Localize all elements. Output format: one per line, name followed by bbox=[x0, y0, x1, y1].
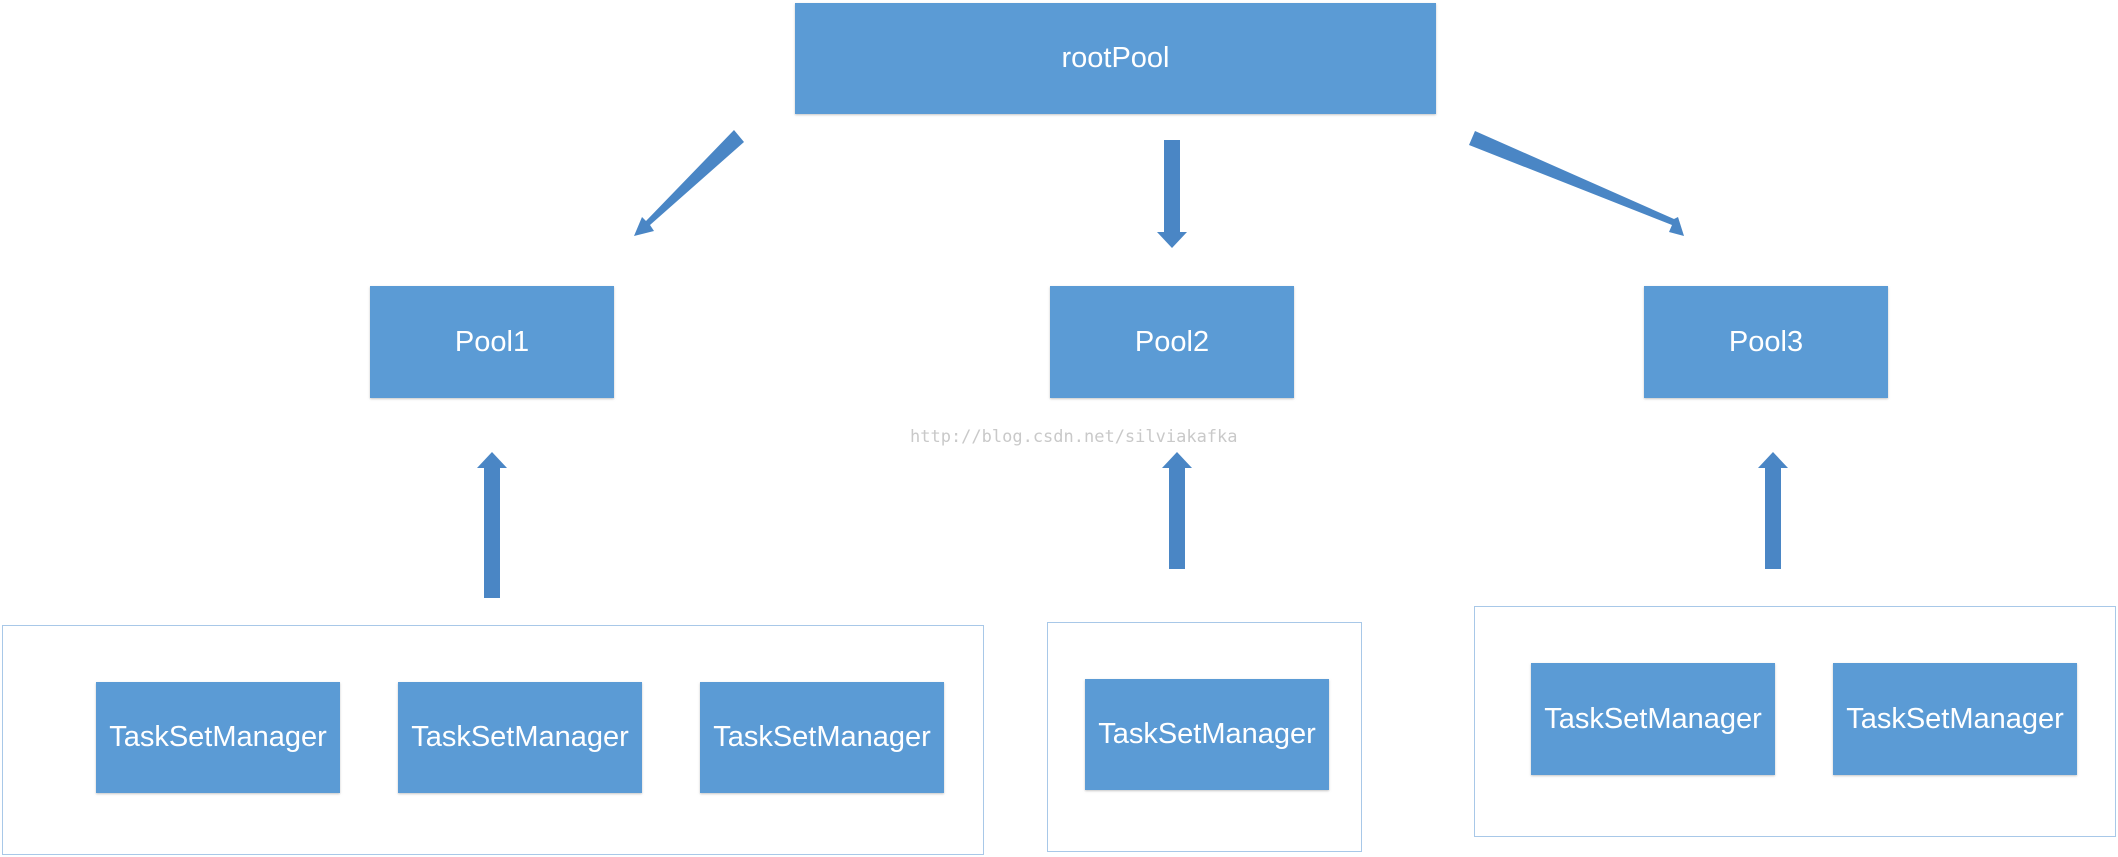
task-set-manager-node: TaskSetManager bbox=[1085, 679, 1329, 790]
task-set-manager-node: TaskSetManager bbox=[398, 682, 642, 793]
task-set-manager-label: TaskSetManager bbox=[1098, 718, 1316, 750]
arrow-root-to-pool1 bbox=[634, 130, 744, 236]
task-set-manager-label: TaskSetManager bbox=[1846, 702, 2064, 735]
task-set-manager-node: TaskSetManager bbox=[700, 682, 944, 793]
arrow-root-to-pool2 bbox=[1157, 140, 1187, 248]
task-set-manager-label: TaskSetManager bbox=[1544, 702, 1762, 735]
arrow-group3-to-pool3 bbox=[1758, 452, 1788, 569]
task-set-manager-node: TaskSetManager bbox=[96, 682, 340, 793]
arrow-group2-to-pool2 bbox=[1162, 452, 1192, 569]
pool2-node: Pool2 bbox=[1050, 286, 1294, 398]
task-set-manager-node: TaskSetManager bbox=[1531, 663, 1775, 775]
root-pool-node: rootPool bbox=[795, 3, 1436, 114]
task-set-manager-label: TaskSetManager bbox=[713, 721, 931, 753]
pool1-label: Pool1 bbox=[454, 325, 530, 358]
pool1-node: Pool1 bbox=[370, 286, 614, 398]
task-set-manager-label: TaskSetManager bbox=[411, 721, 629, 753]
arrow-root-to-pool3 bbox=[1469, 131, 1684, 236]
task-set-manager-label: TaskSetManager bbox=[109, 721, 327, 753]
pool3-label: Pool3 bbox=[1728, 325, 1804, 358]
task-set-manager-node: TaskSetManager bbox=[1833, 663, 2077, 775]
pool3-node: Pool3 bbox=[1644, 286, 1888, 398]
root-pool-label: rootPool bbox=[1061, 42, 1170, 74]
pool2-label: Pool2 bbox=[1134, 325, 1210, 358]
arrow-group1-to-pool1 bbox=[477, 452, 507, 598]
watermark-url: http://blog.csdn.net/silviakafka bbox=[910, 427, 1238, 447]
